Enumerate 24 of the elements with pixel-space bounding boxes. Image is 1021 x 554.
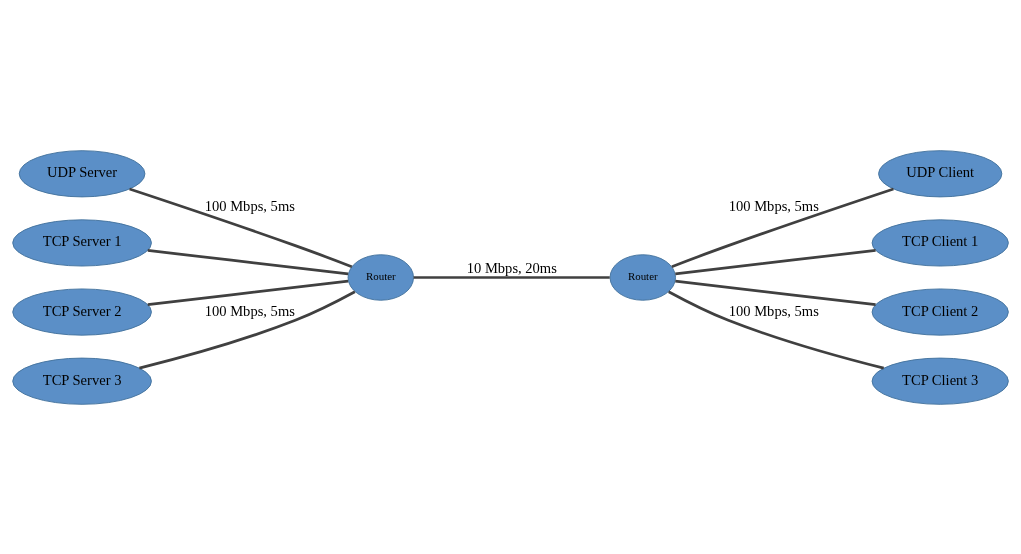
connector: [129, 187, 353, 268]
connector: [139, 290, 356, 369]
node-ellipse: TCP Client 3: [871, 357, 1009, 405]
node-ellipse: UDP Client: [878, 149, 1003, 197]
edge-label: 100 Mbps, 5ms: [204, 197, 295, 214]
connector: [147, 279, 349, 306]
node-ellipse: TCP Server 2: [12, 288, 152, 336]
connector: [147, 248, 349, 275]
edge-label: 10 Mbps, 20ms: [466, 259, 557, 276]
edge-label: 100 Mbps, 5ms: [204, 302, 295, 319]
connector: [413, 275, 610, 279]
node-ellipse: TCP Server 1: [12, 218, 152, 266]
node-ellipse: UDP Server: [18, 149, 146, 197]
connector: [671, 187, 894, 268]
edge-label: 100 Mbps, 5ms: [728, 197, 819, 214]
node-ellipse: Router: [347, 253, 414, 301]
connector: [668, 289, 885, 369]
node-ellipse: TCP Server 3: [12, 357, 152, 405]
connector: [675, 279, 876, 306]
node-ellipse: TCP Client 1: [871, 218, 1009, 266]
node-ellipse: TCP Client 2: [871, 288, 1009, 336]
connector: [675, 248, 876, 275]
edge-label: 100 Mbps, 5ms: [728, 302, 819, 319]
node-ellipse: Router: [609, 253, 676, 301]
